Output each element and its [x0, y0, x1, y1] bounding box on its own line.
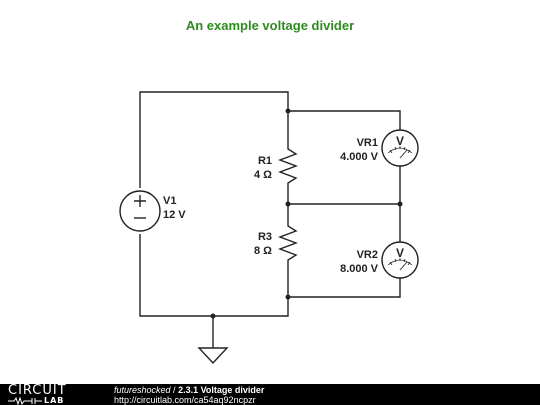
footer-separator: /	[170, 385, 179, 395]
vr1-symbol: V	[396, 134, 404, 148]
node-top	[285, 108, 291, 114]
footer-url-link[interactable]: http://circuitlab.com/ca54aq92ncpzr	[114, 395, 256, 405]
voltmeter-vr2	[381, 241, 419, 279]
vr2-symbol: V	[396, 246, 404, 260]
voltage-source-v1	[119, 190, 161, 232]
v1-name: V1	[163, 195, 176, 207]
footer-project-title[interactable]: 2.3.1 Voltage divider	[178, 385, 265, 395]
logo-circuit-text: CIRCUIT	[8, 383, 67, 398]
v1-value: 12 V	[163, 209, 186, 221]
vr1-reading: 4.000 V	[340, 151, 379, 163]
resistor-r1	[278, 145, 298, 188]
circuit-schematic: V1 12 V R1 4 Ω R3 8 Ω VR1 4.000 V VR2 8.…	[119, 91, 419, 365]
vr2-name: VR2	[357, 249, 378, 261]
wire-vr2-bottom	[288, 278, 401, 298]
vr2-reading: 8.000 V	[340, 263, 379, 275]
footer-project-line: futureshocked / 2.3.1 Voltage divider	[114, 385, 264, 395]
vr1-name: VR1	[357, 137, 378, 149]
node-ground	[210, 313, 216, 319]
logo-waveform-icon	[8, 397, 42, 405]
node-mid-right	[397, 201, 403, 207]
ground-symbol	[197, 347, 229, 365]
wire-left-top	[139, 91, 289, 188]
r3-name: R3	[258, 231, 272, 243]
diagram-title: An example voltage divider	[185, 18, 355, 33]
logo-lab-text: LAB	[44, 396, 65, 405]
r1-name: R1	[258, 155, 272, 167]
footer-user-link[interactable]: futureshocked	[114, 385, 171, 395]
r3-value: 8 Ω	[254, 245, 272, 257]
voltmeter-vr1	[381, 129, 419, 167]
footer-bar	[0, 384, 540, 405]
r1-value: 4 Ω	[254, 169, 272, 181]
node-bottom-right	[285, 294, 291, 300]
resistor-r3	[278, 222, 298, 264]
wire-vr1-top	[288, 110, 401, 130]
node-mid-left	[285, 201, 291, 207]
